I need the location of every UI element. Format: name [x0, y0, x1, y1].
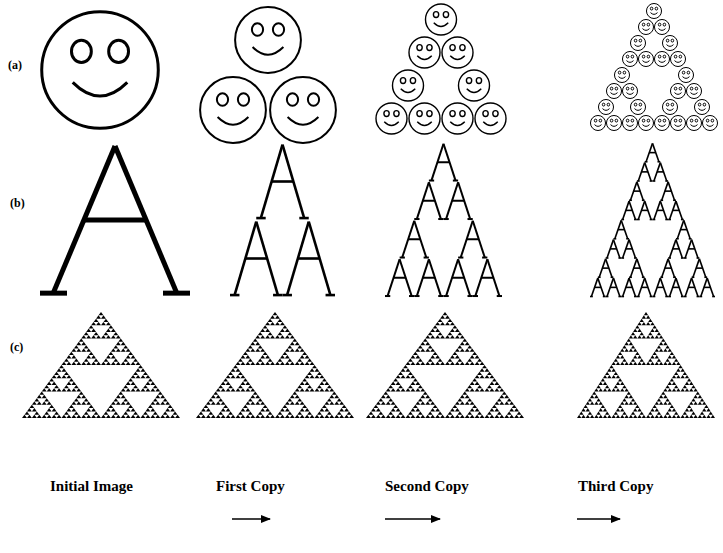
a-figure — [385, 144, 502, 296]
row-label: (c) — [10, 340, 23, 355]
sier-figure — [22, 312, 180, 418]
column-label: Initial Image — [50, 478, 133, 495]
smiley-figure — [42, 12, 159, 129]
copy-arrow — [577, 518, 620, 520]
a-figure — [230, 145, 335, 296]
column-label: First Copy — [216, 478, 285, 495]
column-label: Third Copy — [578, 478, 653, 495]
row-label: (b) — [10, 196, 25, 211]
a-figure — [590, 143, 715, 296]
sier-figure — [577, 312, 715, 418]
smiley-figure — [200, 7, 336, 143]
sier-figure — [366, 312, 524, 418]
smiley-figure — [590, 3, 717, 130]
smiley-figure — [376, 4, 506, 134]
copy-arrow — [385, 518, 440, 520]
sier-figure — [196, 312, 354, 418]
a-figure — [40, 146, 190, 293]
row-label: (a) — [8, 58, 22, 73]
copy-arrow — [232, 518, 270, 520]
column-label: Second Copy — [385, 478, 469, 495]
